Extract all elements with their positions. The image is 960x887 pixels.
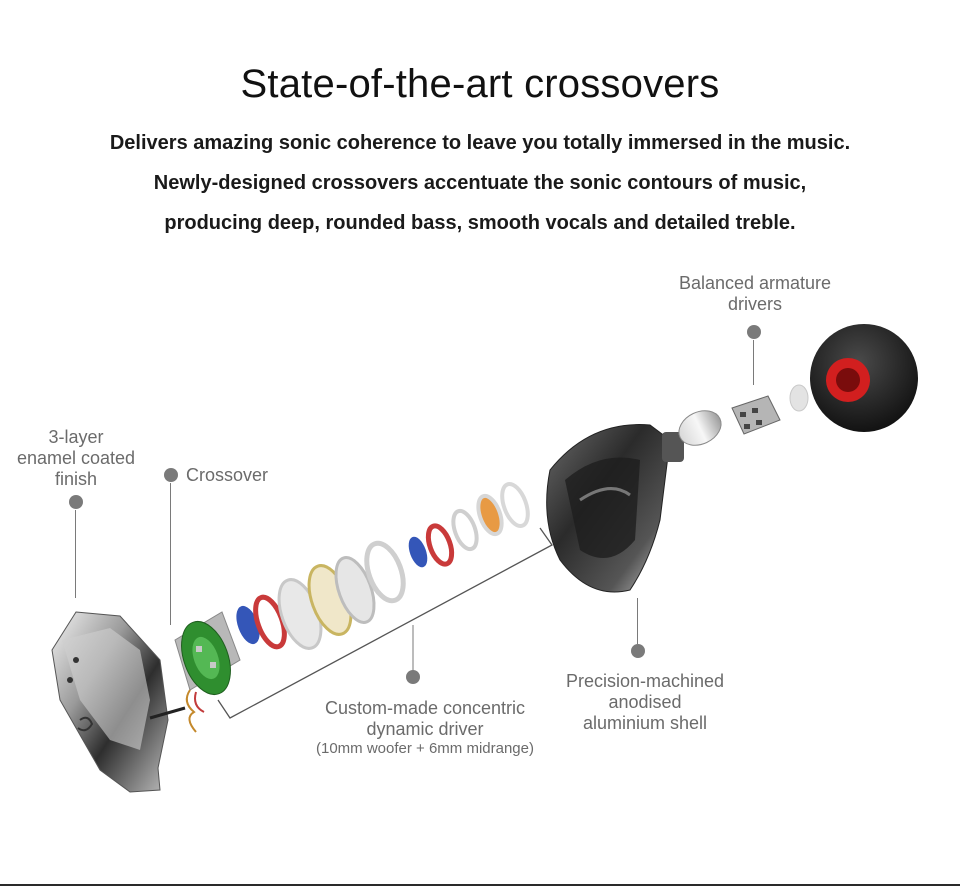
callout-enamel-line-2: enamel coated xyxy=(16,448,136,468)
faceplate xyxy=(51,611,186,793)
callout-dot-enamel xyxy=(69,495,83,509)
page-title: State-of-the-art crossovers xyxy=(240,62,720,106)
callout-driver: Custom-made concentric dynamic driver (1… xyxy=(300,698,550,758)
bottom-rule xyxy=(0,884,960,886)
mesh-filter xyxy=(789,384,809,412)
callout-driver-line-2: dynamic driver xyxy=(366,719,484,739)
callout-line-shell xyxy=(637,598,638,644)
subtitle-line-1: Delivers amazing sonic coherence to leav… xyxy=(109,132,851,154)
callout-balanced-line-2: drivers xyxy=(727,294,782,314)
callout-enamel-line-3: finish xyxy=(54,469,98,489)
dynamic-driver-stack xyxy=(236,481,530,650)
balanced-armature-driver xyxy=(731,395,781,435)
callout-crossover: Crossover xyxy=(186,465,269,485)
crossover-board xyxy=(174,611,241,733)
callout-dot-crossover xyxy=(164,468,178,482)
nozzle-tube xyxy=(678,410,722,446)
callout-line-balanced xyxy=(753,340,754,385)
ear-tip xyxy=(810,324,918,432)
callout-line-crossover xyxy=(170,483,171,625)
callout-line-enamel xyxy=(75,510,76,598)
callout-shell: Precision-machined anodised aluminium sh… xyxy=(545,671,745,734)
callout-driver-line-1: Custom-made concentric xyxy=(324,698,526,718)
callout-shell-line-3: aluminium shell xyxy=(582,713,708,733)
callout-dot-shell xyxy=(631,644,645,658)
driver-bracket xyxy=(217,527,553,719)
callout-enamel-line-1: 3-layer xyxy=(48,427,104,447)
callout-dot-driver xyxy=(406,670,420,684)
callout-shell-line-2: anodised xyxy=(608,692,682,712)
callout-enamel: 3-layer enamel coated finish xyxy=(6,427,146,490)
subtitle-line-2: Newly-designed crossovers accentuate the… xyxy=(153,172,807,194)
callout-balanced-line-1: Balanced armature xyxy=(678,273,832,293)
aluminium-shell xyxy=(546,424,684,593)
callout-shell-line-1: Precision-machined xyxy=(565,671,725,691)
callout-driver-note: (10mm woofer + 6mm midrange) xyxy=(316,740,534,757)
subtitle-line-3: producing deep, rounded bass, smooth voc… xyxy=(164,212,796,234)
callout-balanced-armature: Balanced armature drivers xyxy=(660,273,850,315)
callout-dot-balanced xyxy=(747,325,761,339)
